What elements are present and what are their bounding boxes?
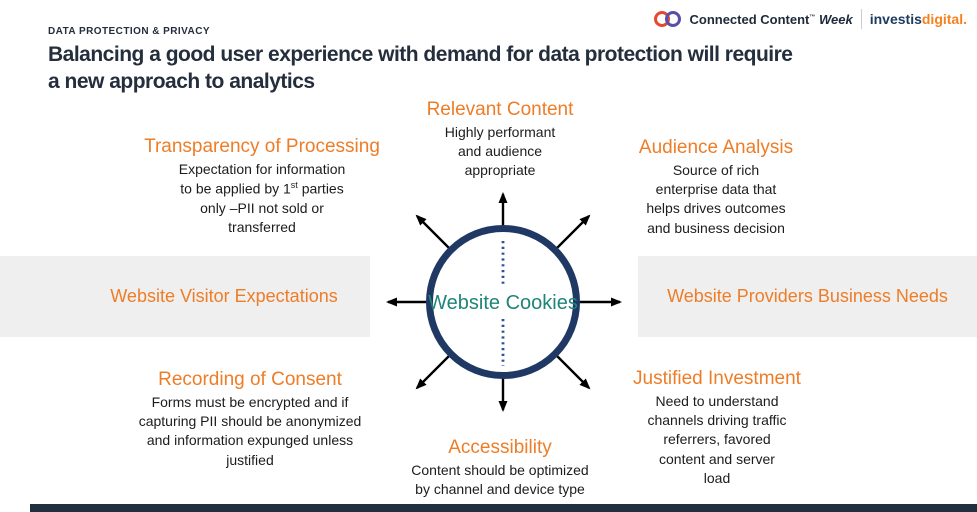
node-body-pre: Expectation for information to be applie… [178,160,346,197]
brand-divider [860,9,862,29]
node-accessibility: Accessibility Content should be optimize… [380,437,620,499]
right-band-label: Website Providers Business Needs [667,286,948,306]
brand-lockup: Connected Content™ Week investisdigital. [654,9,967,29]
brand-digital-text: digital. [921,11,967,27]
brand-investisdigital: investisdigital. [870,11,967,27]
node-body: Expectation for information to be applie… [128,160,396,238]
arrow-down-right-icon [556,355,591,390]
arrow-up-right-icon [556,214,591,249]
page-title-line2: a new approach to analytics [48,70,315,94]
node-body: Need to understand channels driving traf… [647,392,787,487]
node-heading: Relevant Content [426,99,574,120]
node-heading: Audience Analysis [638,137,794,158]
brand-name-text: Connected Content [689,11,810,27]
node-transparency-of-processing: Transparency of Processing Expectation f… [128,136,396,238]
node-audience-analysis: Audience Analysis Source of rich enterpr… [602,137,830,238]
node-heading: Justified Investment [633,368,801,389]
brand-name: Connected Content™ Week [689,12,852,27]
arrow-up-left-icon [415,214,450,249]
node-body: Forms must be encrypted and if capturing… [138,393,362,468]
brand-trademark: ™ [809,14,816,21]
node-body: Source of rich enterprise data that help… [646,161,786,236]
node-relevant-content: Relevant Content Highly performant and a… [392,99,608,181]
node-heading: Accessibility [448,437,552,458]
arrow-down-left-icon [415,355,450,390]
node-heading: Transparency of Processing [144,136,380,157]
node-heading: Recording of Consent [158,369,342,390]
left-band: Website Visitor Expectations [0,256,370,337]
node-recording-of-consent: Recording of Consent Forms must be encry… [112,369,388,470]
hub-label: Website Cookies [428,292,578,314]
node-justified-investment: Justified Investment Need to understand … [607,368,827,488]
left-band-label: Website Visitor Expectations [110,286,338,306]
ring-purple-icon [665,11,682,27]
brand-week: Week [819,11,853,27]
brand-investis-text: investis [869,11,922,27]
page-title: Balancing a good user experience with de… [48,41,973,96]
eyebrow-label: DATA PROTECTION & PRIVACY [48,26,210,37]
right-band: Website Providers Business Needs [638,256,977,337]
node-body-superscript: st [290,180,298,191]
node-body: Highly performant and audience appropria… [444,123,556,179]
node-body-post: parties only –PII not sold or transferre… [200,180,344,236]
node-body: Content should be optimized by channel a… [411,461,589,498]
connected-content-rings-icon [654,11,682,27]
page-title-line1: Balancing a good user experience with de… [48,43,793,66]
footer-bar [30,504,977,512]
